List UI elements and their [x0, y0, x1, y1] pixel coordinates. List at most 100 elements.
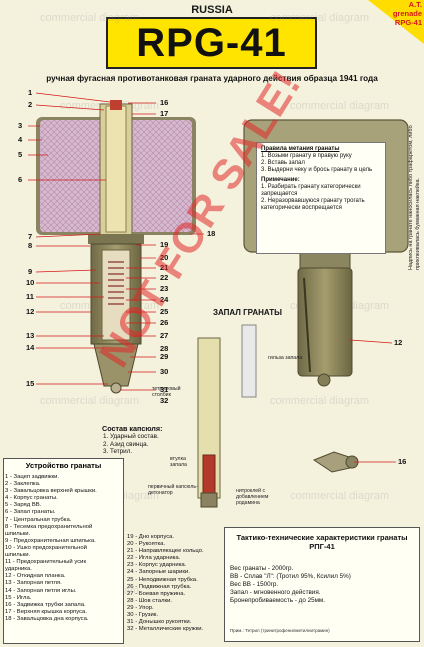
callout-number: 16: [398, 457, 407, 466]
device-list-col2: 19 - Дно корпуса. 20 - Рукоятка. 21 - На…: [127, 534, 207, 633]
capsule-item: 1. Ударный состав.: [103, 433, 159, 440]
device-item: ударника.: [5, 566, 32, 573]
device-item: 31 - Донышко рукоятки.: [127, 619, 192, 626]
fuze-primer: [200, 492, 218, 508]
callout-number: 24: [160, 295, 169, 304]
corner-line-2: grenade: [392, 9, 422, 18]
poster-subtitle: ручная фугасная противотанковая граната …: [46, 74, 378, 83]
callout-number: 32: [160, 396, 169, 405]
lever-strip: [303, 277, 311, 373]
rules-heading: Правила метания гранаты: [261, 146, 340, 152]
callout-number: 15: [26, 379, 35, 388]
fuze-label-tetryl: тетриловый столбик: [152, 386, 181, 398]
device-item: 29 - Упор.: [127, 604, 154, 611]
watermark-text: commercial diagram: [270, 12, 370, 24]
callout-number: 21: [160, 263, 169, 272]
capsule-item: 3. Тетрил.: [103, 448, 133, 455]
device-item: 28 - Шов сталки.: [127, 597, 173, 604]
corner-badge: A.T. grenade RPG-41: [368, 0, 424, 44]
device-item: 1 - Зацеп задвижки.: [5, 474, 60, 480]
device-item: 30 - Грузик.: [127, 612, 159, 619]
specs-box: [224, 527, 420, 642]
callout-number: 2: [28, 100, 33, 109]
device-item: шпильки.: [5, 552, 31, 559]
body-bottom: [88, 234, 144, 244]
rules-step: 3. Выдерни чеку и брось гранату в цель: [261, 167, 373, 173]
rules-note: 2. Неразорвавшуюся гранату трогать катег…: [261, 198, 365, 211]
fuze-label-sleeve: гильза запала: [268, 355, 303, 361]
callout-number: 3: [18, 121, 23, 130]
spec-item: Запал - мгновенного действия.: [230, 589, 321, 596]
device-item: 25 - Неподвижная трубка.: [127, 576, 198, 583]
exterior-handle-bottom: [317, 373, 331, 387]
device-item: 14 - Запорная петля иглы.: [5, 587, 77, 594]
capsule-title: Состав капсюля:: [102, 424, 163, 433]
device-item: 15 - Игла.: [5, 594, 32, 601]
rules-step: 2. Вставь запал: [261, 160, 305, 166]
watermark-text: commercial diagram: [270, 395, 370, 407]
callout-number: 28: [160, 344, 169, 353]
device-item: 8 - Тесемка предохранительной: [5, 523, 93, 530]
callout-number: 13: [26, 331, 35, 340]
device-item: 2 - Заклепка.: [5, 481, 41, 488]
device-item: 4 - Корпус гранаты.: [5, 495, 58, 502]
callout-number: 1: [28, 88, 33, 97]
exterior-neck: [299, 251, 351, 271]
specs-note: Прим.: Тетрил (тринитрофенилметилнитрами…: [230, 628, 330, 633]
fuze-in-tube: [105, 105, 127, 233]
specs-list: Вес гранаты - 2000гр. ВВ - Сплав "Л": (Т…: [230, 565, 418, 605]
callout-line: [35, 92, 111, 103]
corner-badge-text: A.T. grenade RPG-41: [370, 0, 422, 27]
device-item: 6 - Запал гранаты.: [5, 509, 56, 516]
callout-number: 23: [160, 284, 169, 293]
callout-line: [349, 339, 393, 344]
watermark-text: commercial diagram: [290, 100, 390, 112]
country-label: RUSSIA: [191, 4, 233, 16]
rules-note-heading: Примечание:: [261, 177, 300, 183]
cross-section: [36, 100, 196, 394]
callout-number: 22: [160, 273, 169, 282]
capsule-list: 1. Ударный состав. 2. Азид свинца. 3. Те…: [103, 433, 159, 456]
fuze-label-nitro: нитроклей с добавлением родамина: [236, 488, 269, 506]
device-item: 9 - Предохранительная шпилька.: [5, 537, 96, 544]
callout-number: 8: [28, 241, 33, 250]
callout-number: 11: [26, 292, 34, 301]
callout-number: 30: [160, 367, 169, 376]
device-item: 16 - Задвижка трубки запала.: [5, 601, 86, 608]
rules-note: 1. Разбирать гранату категорически запре…: [261, 184, 361, 197]
fuze-detail: [197, 324, 257, 508]
callout-number: 6: [18, 175, 23, 184]
spec-item: Бронепробиваемость - до 25мм.: [230, 597, 326, 604]
fuze-top: [110, 100, 122, 110]
device-item: 32 - Металлические кружки.: [127, 626, 204, 633]
callout-number: 31: [160, 385, 169, 394]
handle-bottom-cone: [93, 343, 139, 387]
device-item: 27 - Боевая пружина.: [127, 590, 186, 597]
device-item: 26 - Подвижная трубка.: [127, 583, 192, 590]
fuze-label-bushing: втулка запала: [170, 456, 187, 468]
callout-number: 20: [160, 253, 169, 262]
weight-bottom: [110, 382, 122, 394]
device-item: 17 - Верхняя крышка корпуса.: [5, 608, 87, 615]
callout-number: 7: [28, 232, 33, 241]
corner-line-1: A.T.: [408, 0, 422, 9]
device-item: 20 - Рукоятка.: [127, 541, 166, 548]
pin-detail: [312, 451, 359, 473]
fuze-bushing: [202, 454, 216, 494]
device-item: 7 - Центральная трубка.: [5, 516, 72, 523]
device-item: 19 - Дно корпуса.: [127, 534, 175, 540]
callout-number: 12: [394, 338, 403, 347]
spec-item: ВВ - Сплав "Л": (Тротил 95%, Ксилил 5%): [230, 573, 351, 580]
device-list-col1: 1 - Зацеп задвижки. 2 - Заклепка. 3 - За…: [5, 474, 125, 623]
fuze-label-primer: первичный капсюль-детонатор: [148, 484, 198, 496]
rules-step: 1. Возьми гранату в правую руку: [261, 153, 352, 159]
fuze-sleeve-a: [241, 324, 257, 398]
callout-number: 19: [160, 240, 169, 249]
callout-number: 18: [207, 229, 216, 238]
device-item: шпильки.: [5, 530, 31, 537]
callout-number: 12: [26, 307, 35, 316]
device-item: 18 - Завальцовка дна корпуса.: [5, 615, 89, 622]
callout-number: 10: [26, 278, 35, 287]
callout-number: 9: [28, 267, 33, 276]
